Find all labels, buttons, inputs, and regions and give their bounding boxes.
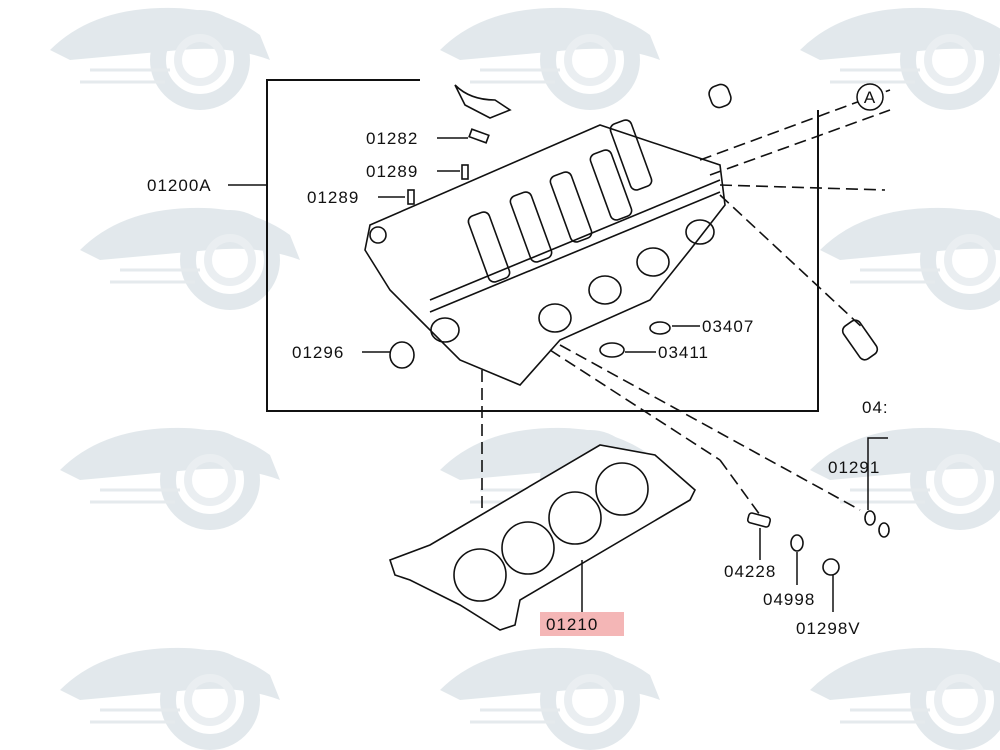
callout-04228[interactable]: 04228 (724, 562, 776, 581)
callout-01298V[interactable]: 01298V (796, 619, 861, 638)
svg-text:A: A (864, 88, 876, 107)
callout-01296[interactable]: 01296 (292, 343, 344, 362)
callout-03411[interactable]: 03411 (658, 343, 709, 362)
small-parts (389, 128, 890, 576)
ref-marker-a: A (856, 83, 884, 111)
highlight-01210 (540, 612, 624, 636)
head-gasket-drawing (388, 444, 696, 631)
cylinder-head-drawing (364, 83, 879, 386)
callout-03407[interactable]: 03407 (702, 317, 754, 336)
callout-leaders (362, 137, 888, 612)
callout-01289[interactable]: 01289 (366, 162, 418, 181)
callout-04998[interactable]: 04998 (763, 590, 815, 609)
leader-dashes (481, 89, 891, 570)
callout-01200A[interactable]: 01200A (147, 176, 212, 195)
assembly-frame (228, 79, 819, 412)
callout-01282[interactable]: 01282 (366, 129, 418, 148)
callout-01289[interactable]: 01289 (307, 188, 359, 207)
callout-01210[interactable]: 01210 (546, 615, 598, 634)
callout-01291[interactable]: 01291 (828, 458, 880, 477)
callout-labels: 01200A 01282 01289 01289 01296 03407 034… (147, 129, 889, 638)
callout-04-partial[interactable]: 04: (862, 398, 889, 417)
